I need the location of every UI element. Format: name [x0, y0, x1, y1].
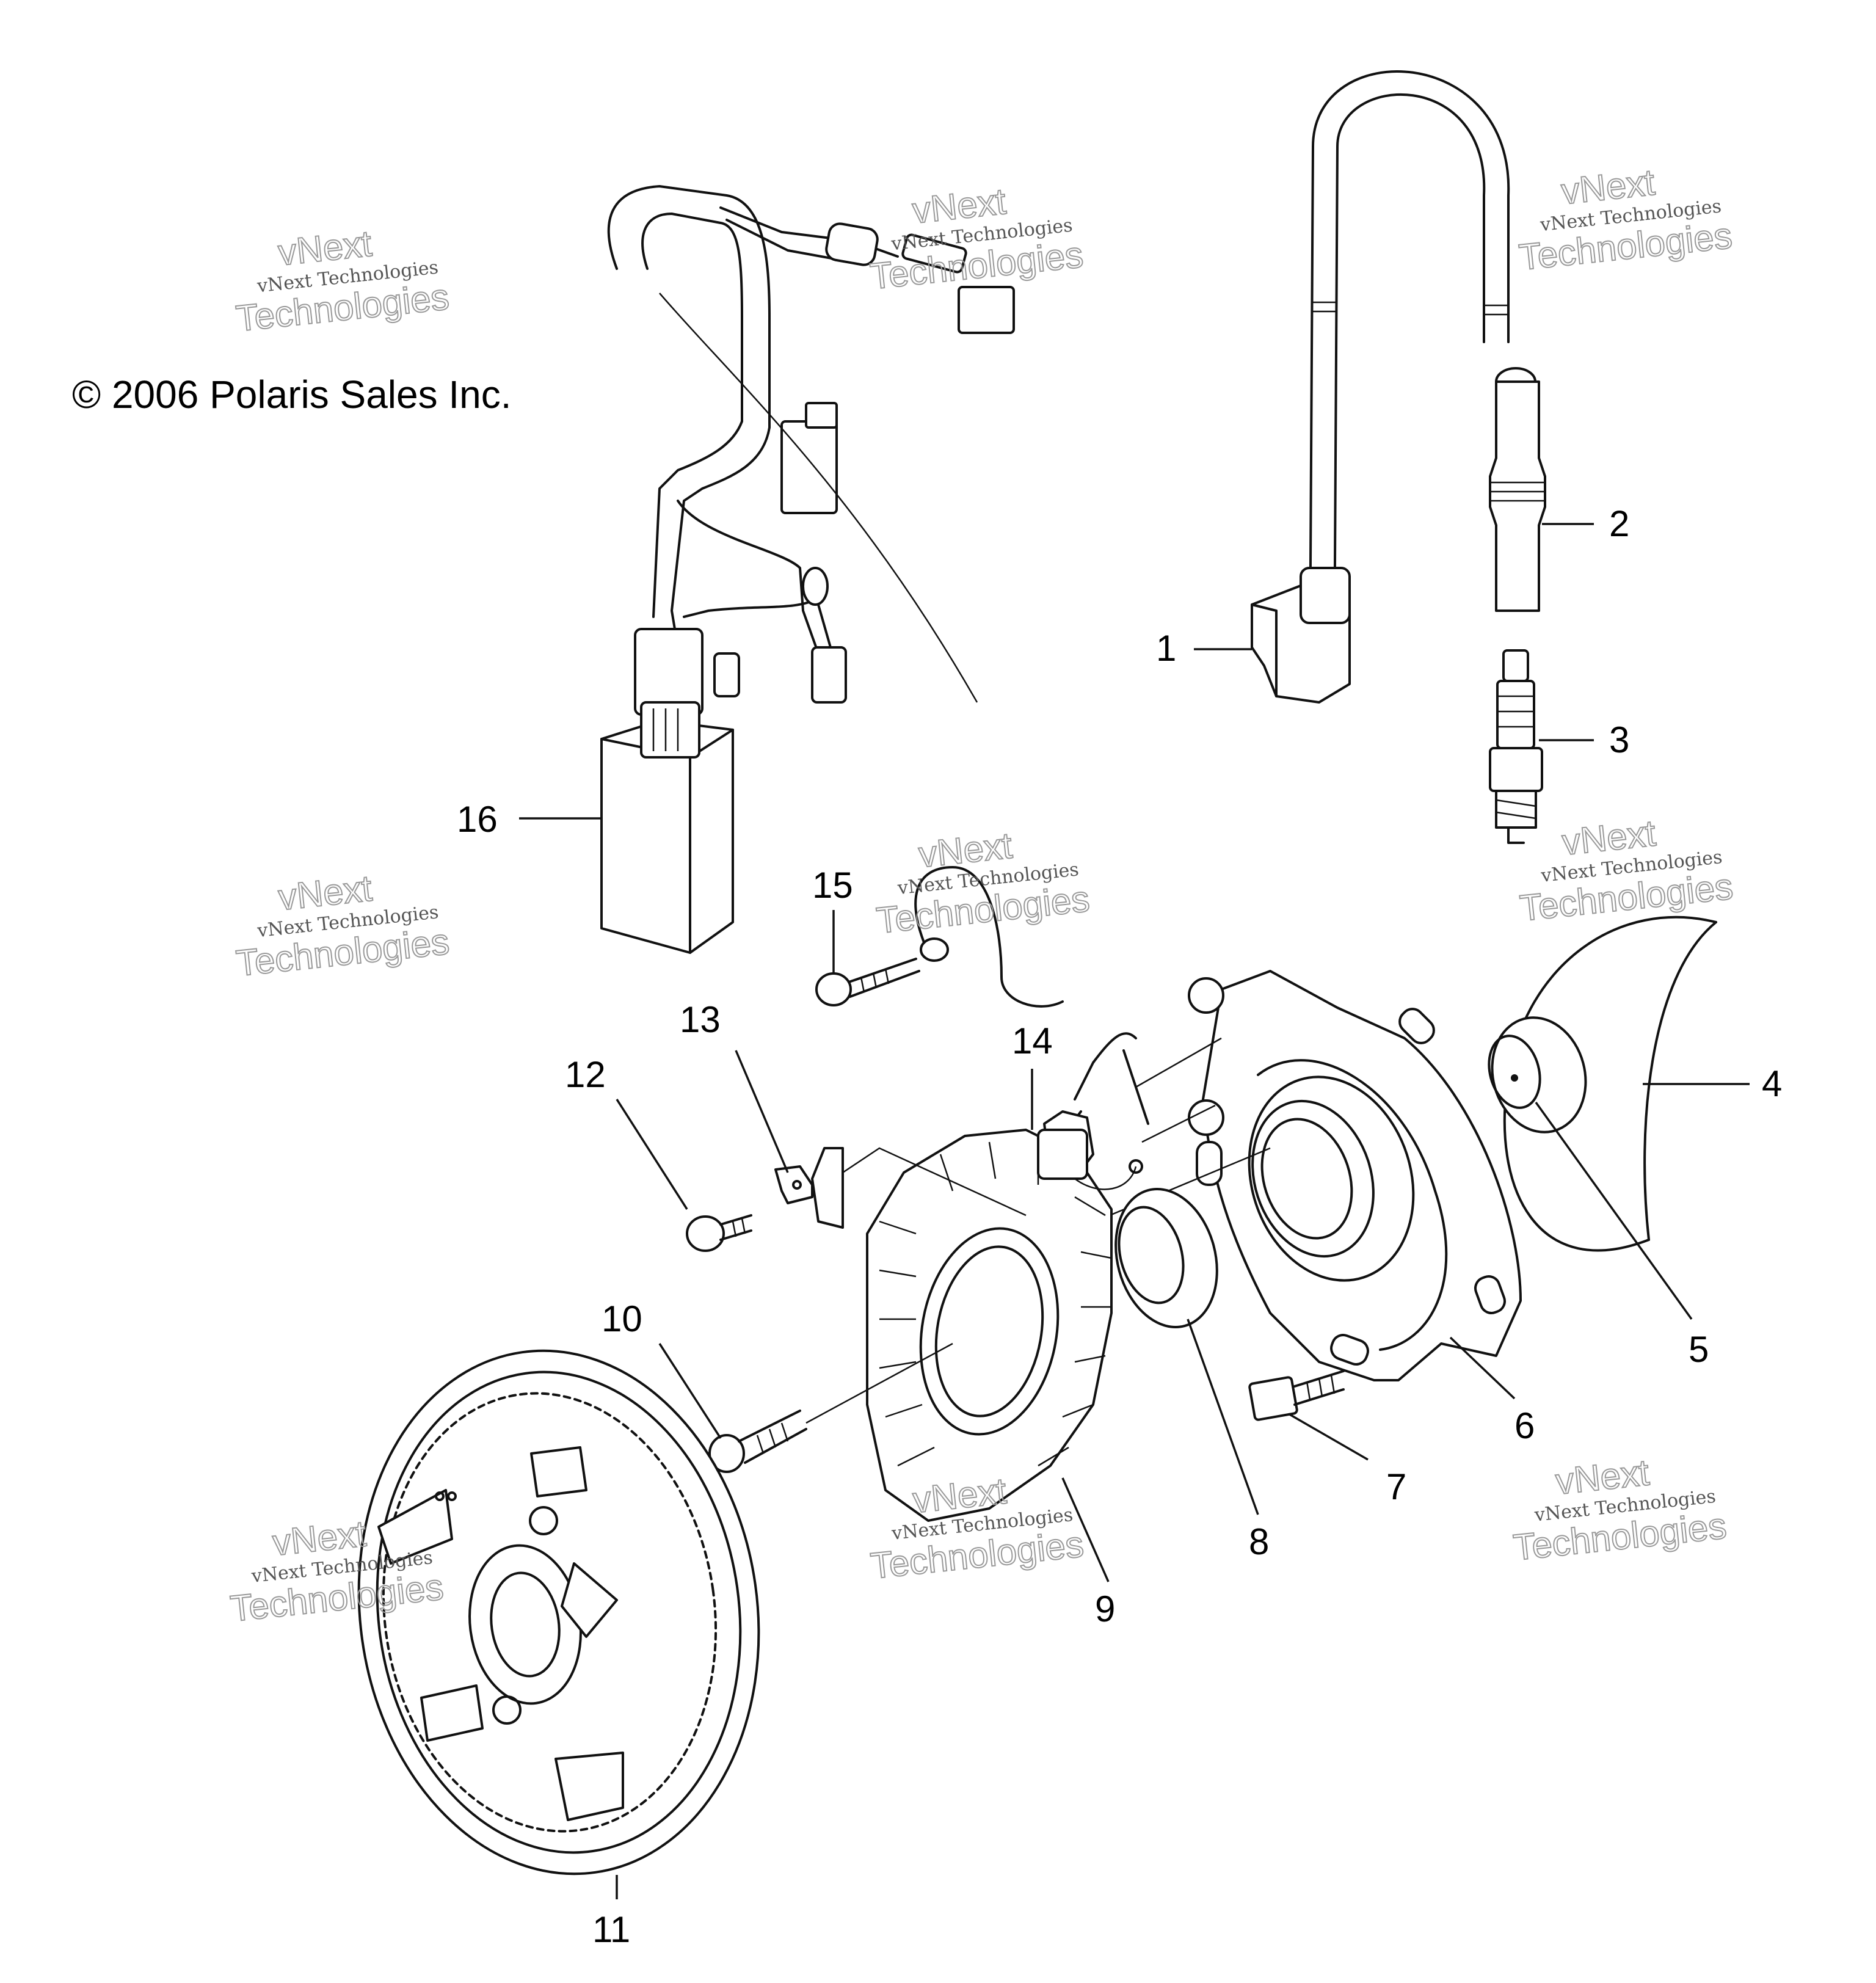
callout-4: 4: [1762, 1063, 1782, 1104]
watermark-6: vNext vNext Technologies Technologies: [1518, 812, 1736, 930]
stator-plate-bolt: [1248, 1370, 1345, 1421]
pulse-sensor: [1037, 1032, 1149, 1190]
callout-7: 7: [1386, 1466, 1406, 1507]
ignition-coil-and-lead: [1251, 70, 1510, 704]
callout-3: 3: [1609, 719, 1629, 760]
callout-2: 2: [1609, 503, 1629, 544]
callout-1: 1: [1156, 628, 1176, 669]
callout-10: 10: [602, 1298, 642, 1339]
callout-numbers: 1 2 3 4 5 6 7 8 9 10 11 12 13 14 15 16: [457, 503, 1782, 1950]
flywheel: [357, 1349, 760, 1876]
callout-13: 13: [680, 999, 721, 1040]
watermark-4: vNext vNext Technologies Technologies: [234, 867, 452, 984]
crankshaft-seal: [1114, 1188, 1218, 1328]
stator: [866, 1110, 1113, 1522]
watermark-2: vNext vNext Technologies Technologies: [868, 180, 1086, 298]
callout-15: 15: [812, 865, 853, 906]
callout-14: 14: [1012, 1021, 1053, 1061]
watermarks: vNext vNext Technologies Technologies vN…: [228, 161, 1736, 1630]
spark-plug: [1489, 649, 1543, 844]
watermark-3: vNext vNext Technologies Technologies: [1516, 161, 1734, 279]
watermark-5: vNext vNext Technologies Technologies: [874, 824, 1092, 942]
watermark-9: vNext vNext Technologies Technologies: [1511, 1451, 1729, 1569]
callout-6: 6: [1514, 1405, 1535, 1446]
callout-16: 16: [457, 799, 498, 840]
callout-12: 12: [565, 1054, 606, 1095]
wire-bracket: [774, 1147, 1027, 1229]
bracket-screw: [686, 1214, 752, 1252]
oil-seal: [1488, 1016, 1587, 1133]
spark-plug-cap: [1489, 367, 1546, 612]
wiring-harness: [607, 185, 1015, 716]
cdi-box: [600, 701, 734, 954]
callout-8: 8: [1249, 1521, 1269, 1562]
watermark-1: vNext vNext Technologies Technologies: [233, 222, 451, 340]
callout-5: 5: [1689, 1329, 1709, 1370]
copyright-notice: © 2006 Polaris Sales Inc.: [72, 373, 512, 417]
callout-11: 11: [592, 1909, 630, 1950]
watermark-7: vNext vNext Technologies Technologies: [228, 1512, 446, 1630]
callout-9: 9: [1095, 1588, 1115, 1629]
stator-plate: [1007, 970, 1522, 1381]
leader-lines: [519, 523, 1750, 1899]
flywheel-bolt: [708, 1342, 953, 1473]
